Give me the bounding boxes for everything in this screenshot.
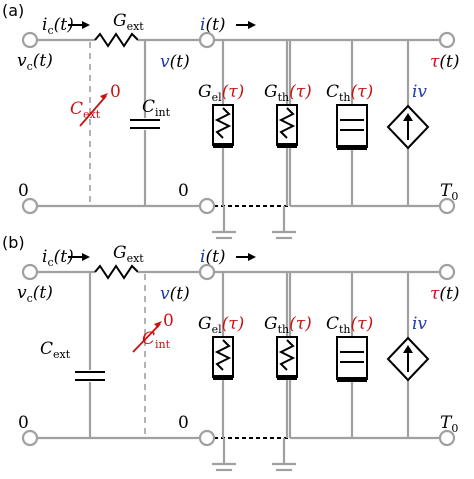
panel-a-terminal-gnd-mid xyxy=(198,197,216,215)
panel-b-vc-label: vc(t) xyxy=(17,283,53,305)
panel-a-gel-element xyxy=(212,104,234,146)
panel-b-source-label: iv xyxy=(412,314,427,334)
panel-a-tau-label: τ(t) xyxy=(430,52,460,72)
panel-a-cth-label: Cth(τ) xyxy=(326,82,373,104)
panel-b-gext-label: Gext xyxy=(113,243,144,265)
panel-a-tag: (a) xyxy=(2,1,24,20)
panel-a-ic-label: ic(t) xyxy=(42,15,74,37)
panel-a-i-label: i(t) xyxy=(200,15,226,35)
panel-b-gth-element xyxy=(276,336,298,378)
panel-b-terminal-t0 xyxy=(438,429,456,447)
panel-a-gext-label: Gext xyxy=(113,11,144,33)
panel-a-zero-left: 0 xyxy=(18,181,29,201)
panel-a-vc-label: vc(t) xyxy=(17,51,53,73)
panel-b-cap-label: Cext xyxy=(40,339,71,361)
panel-b: (b) xyxy=(2,233,460,472)
panel-a-gth-label: Gth(τ) xyxy=(264,82,312,104)
panel-a-zero-mid: 0 xyxy=(178,181,189,201)
panel-b-t0-label: T0 xyxy=(440,413,458,435)
panel-a-terminal-tau xyxy=(438,31,456,49)
panel-b-zero-left: 0 xyxy=(18,413,29,433)
panel-a-gext-resistor xyxy=(94,32,139,48)
panel-a-cap-label: Cint xyxy=(142,97,171,119)
panel-b-zero-mid: 0 xyxy=(178,413,189,433)
panel-b-gel-element xyxy=(212,336,234,378)
panel-a-terminal-v xyxy=(198,31,216,49)
panel-a-stray-capacitor xyxy=(79,93,108,127)
panel-b-terminal-vc xyxy=(21,263,39,281)
panel-a: (a) xyxy=(2,1,460,240)
panel-a-stray-cap-label: Cext xyxy=(70,99,101,121)
panel-a-terminal-t0 xyxy=(438,197,456,215)
panel-b-stray-cap-label: Cint xyxy=(142,329,171,351)
panel-b-ic-label: ic(t) xyxy=(42,247,74,269)
panel-a-gth-element xyxy=(276,104,298,146)
panel-a-stray-zero: 0 xyxy=(110,82,121,102)
panel-b-v-label: v(t) xyxy=(160,284,190,304)
panel-b-i-label: i(t) xyxy=(200,247,226,267)
panel-b-gext-resistor xyxy=(94,264,139,280)
panel-a-cth-element xyxy=(336,104,368,148)
panel-b-tau-label: τ(t) xyxy=(430,284,460,304)
panel-b-stray-capacitor xyxy=(132,321,162,353)
panel-b-gel-label: Gel(τ) xyxy=(198,314,244,336)
panel-b-terminal-gnd-mid xyxy=(198,429,216,447)
panel-a-terminal-vc xyxy=(21,31,39,49)
panel-a-gel-label: Gel(τ) xyxy=(198,82,244,104)
panel-a-v-label: v(t) xyxy=(160,52,190,72)
panel-a-terminal-gnd-left xyxy=(21,197,39,215)
panel-b-gth-label: Gth(τ) xyxy=(264,314,312,336)
panel-a-t0-label: T0 xyxy=(440,181,458,203)
panel-b-terminal-tau xyxy=(438,263,456,281)
panel-b-cth-element xyxy=(336,336,368,380)
panel-b-cth-label: Cth(τ) xyxy=(326,314,373,336)
panel-b-tag: (b) xyxy=(2,233,25,252)
panel-b-stray-zero: 0 xyxy=(163,311,174,331)
panel-b-terminal-gnd-left xyxy=(21,429,39,447)
panel-a-source-label: iv xyxy=(412,82,427,102)
panel-b-terminal-v xyxy=(198,263,216,281)
